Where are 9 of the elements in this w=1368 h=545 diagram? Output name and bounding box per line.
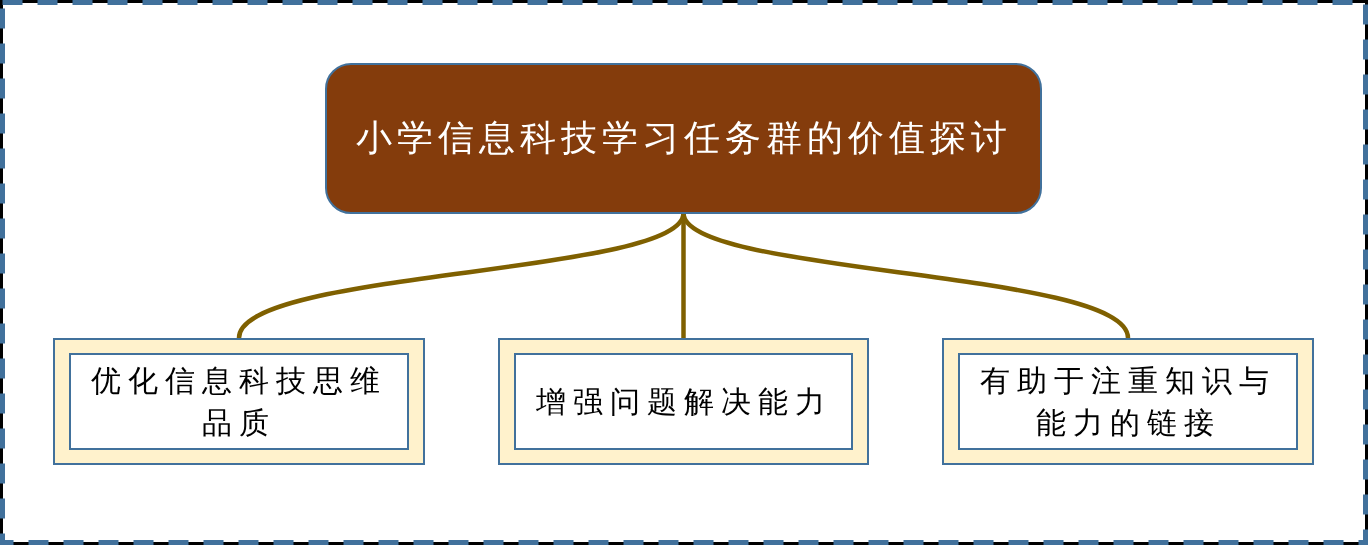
- node-text: 增强问题解决能力: [535, 382, 832, 421]
- node-frame: [498, 338, 869, 465]
- node-frame: [53, 338, 425, 465]
- title-box: [325, 63, 1042, 214]
- connector-line: [681, 213, 686, 338]
- node-text: 优化信息科技思维品质: [90, 362, 388, 442]
- node-text: 有助于注重知识与能力的链接: [979, 362, 1277, 442]
- title-text: 小学信息科技学习任务群的价值探讨: [355, 116, 1012, 161]
- node-frame: [942, 338, 1314, 465]
